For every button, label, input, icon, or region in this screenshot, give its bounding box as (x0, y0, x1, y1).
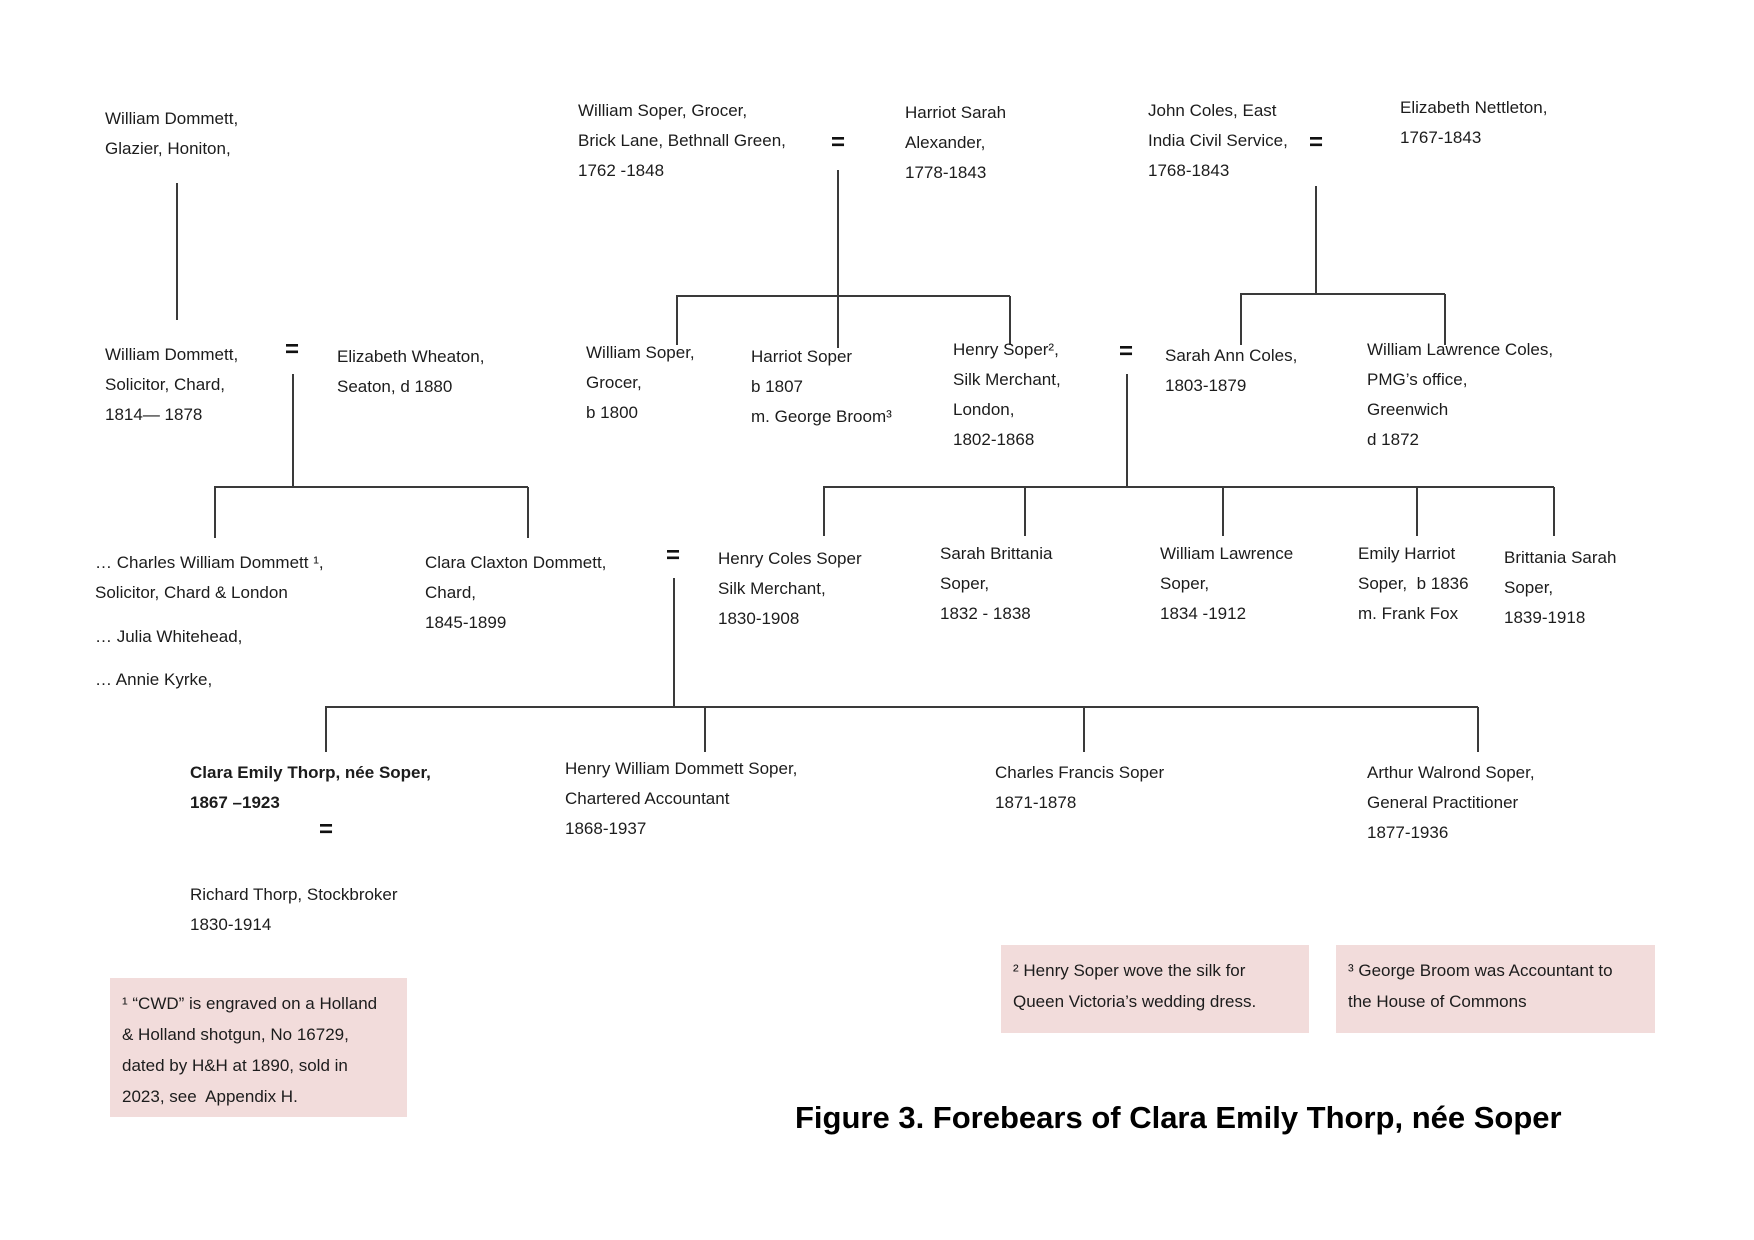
person-node-elizabeth-wheaton: Elizabeth Wheaton, Seaton, d 1880 (337, 347, 485, 396)
footnote-1: ¹ “CWD” is engraved on a Holland & Holla… (110, 978, 407, 1117)
connector-line (1477, 707, 1479, 752)
person-node-william-soper-grocer-sr: William Soper, Grocer, Brick Lane, Bethn… (578, 101, 786, 180)
person-node-henry-coles-soper: Henry Coles Soper Silk Merchant, 1830-19… (718, 549, 862, 628)
connector-line (676, 295, 1010, 297)
connector-line (673, 578, 675, 707)
marriage-symbol: = (665, 542, 681, 569)
person-node-emily-harriot-soper: Emily Harriot Soper, b 1836 m. Frank Fox (1358, 544, 1469, 623)
person-node-william-lawrence-coles: William Lawrence Coles, PMG’s office, Gr… (1367, 340, 1554, 449)
person-node-henry-william-dommett-soper: Henry William Dommett Soper, Chartered A… (565, 759, 798, 838)
marriage-symbol: = (318, 816, 334, 843)
person-node-william-lawrence-soper: William Lawrence Soper, 1834 -1912 (1160, 544, 1294, 623)
connector-line (214, 487, 216, 538)
connector-line (1444, 294, 1446, 345)
person-node-richard-thorp: Richard Thorp, Stockbroker 1830-1914 (190, 885, 398, 934)
person-node-sarah-ann-coles: Sarah Ann Coles, 1803-1879 (1165, 346, 1298, 395)
connector-line (325, 707, 327, 752)
connector-line (1024, 487, 1026, 536)
connector-line (527, 487, 529, 538)
connector-line (1126, 374, 1128, 487)
person-node-clara-emily-thorp: Clara Emily Thorp, née Soper, 1867 –1923 (190, 763, 431, 812)
connector-line (1222, 487, 1224, 536)
person-node-brittania-sarah-soper: Brittania Sarah Soper, 1839-1918 (1504, 548, 1617, 627)
person-node-annie-kyrke: … Annie Kyrke, (95, 670, 213, 689)
connector-line (837, 170, 839, 348)
person-node-harriot-sarah-alexander: Harriot Sarah Alexander, 1778-1843 (905, 103, 1007, 182)
person-node-john-coles: John Coles, East India Civil Service, 17… (1148, 101, 1288, 180)
connector-line (1315, 186, 1317, 294)
connector-line (214, 486, 528, 488)
marriage-symbol: = (1308, 129, 1324, 156)
footnote-3: ³ George Broom was Accountant to the Hou… (1336, 945, 1655, 1033)
connector-line (1553, 487, 1555, 536)
connector-line (704, 707, 706, 752)
figure-caption: Figure 3. Forebears of Clara Emily Thorp… (795, 1100, 1562, 1135)
person-node-william-dommett-solicitor: William Dommett, Solicitor, Chard, 1814—… (105, 345, 239, 424)
connector-line (823, 486, 1554, 488)
connector-line (325, 706, 1478, 708)
connector-line (1009, 296, 1011, 345)
connector-line (292, 374, 294, 487)
person-node-julia-whitehead: … Julia Whitehead, (95, 627, 243, 646)
person-node-henry-soper: Henry Soper², Silk Merchant, London, 180… (953, 340, 1061, 449)
footnote-2: ² Henry Soper wove the silk for Queen Vi… (1001, 945, 1309, 1033)
person-node-sarah-brittania-soper: Sarah Brittania Soper, 1832 - 1838 (940, 544, 1053, 623)
connector-line (176, 183, 178, 320)
person-node-harriot-soper: Harriot Soper b 1807 m. George Broom³ (751, 347, 892, 426)
person-node-charles-william-dommett: … Charles William Dommett ¹, Solicitor, … (95, 553, 324, 602)
connector-line (1240, 294, 1242, 345)
connector-line (1083, 707, 1085, 752)
person-node-william-dommett-glazier: William Dommett, Glazier, Honiton, (105, 109, 239, 158)
connector-line (1416, 487, 1418, 536)
marriage-symbol: = (830, 129, 846, 156)
connector-line (1240, 293, 1445, 295)
person-node-charles-francis-soper: Charles Francis Soper 1871-1878 (995, 763, 1165, 812)
marriage-symbol: = (284, 336, 300, 363)
person-node-arthur-walrond-soper: Arthur Walrond Soper, General Practition… (1367, 763, 1535, 842)
connector-line (676, 296, 678, 345)
person-node-clara-claxton-dommett: Clara Claxton Dommett, Chard, 1845-1899 (425, 553, 607, 632)
connector-line (823, 487, 825, 536)
person-node-elizabeth-nettleton: Elizabeth Nettleton, 1767-1843 (1400, 98, 1548, 147)
person-node-william-soper-grocer-jr: William Soper, Grocer, b 1800 (586, 343, 695, 422)
marriage-symbol: = (1118, 338, 1134, 365)
